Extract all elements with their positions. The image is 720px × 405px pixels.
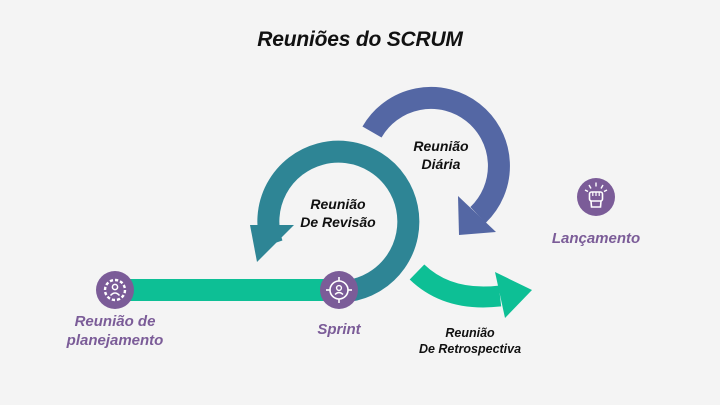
release-label: Lançamento	[551, 230, 641, 247]
target-person-icon	[320, 271, 358, 309]
gear-person-icon	[96, 271, 134, 309]
sprint-label: Sprint	[317, 321, 361, 338]
retrospective-arrow	[409, 264, 502, 308]
retrospective-arrowhead	[495, 272, 532, 318]
review-loop-arrowhead	[250, 225, 294, 262]
planning-sprint-bar	[115, 279, 340, 301]
daily-loop-arc	[362, 86, 510, 223]
retrospective-meeting-label: Reunião De Retrospectiva	[418, 326, 522, 357]
planning-meeting-label: Reunião de planejamento	[66, 313, 164, 349]
daily-loop-arrowhead	[458, 196, 496, 235]
review-loop-arc	[257, 140, 420, 302]
raised-fist-icon	[577, 178, 615, 216]
daily-meeting-label: Reunião Diária	[413, 138, 469, 172]
page-title: Reuniões do SCRUM	[257, 28, 463, 51]
review-meeting-label: Reunião De Revisão	[300, 196, 376, 230]
